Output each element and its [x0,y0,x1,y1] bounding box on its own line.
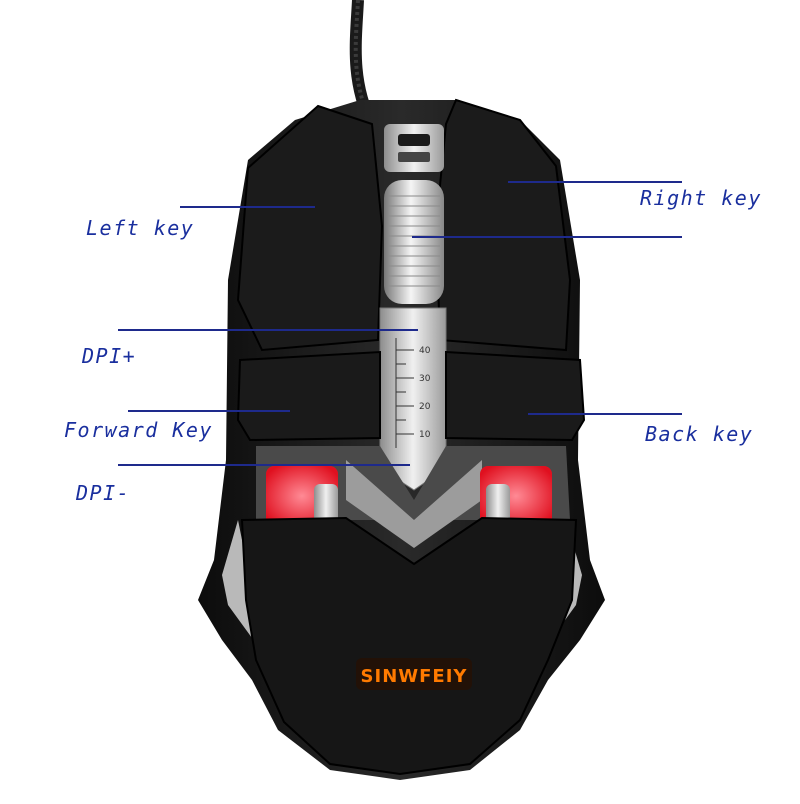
right-key-label: Right key [640,186,762,210]
leader-lines [118,181,682,466]
scroll-wheel [384,180,444,304]
palm-rest [240,516,578,776]
brand-logo: SINWFEIY [356,658,472,690]
dpi-tick-label: 40 [419,346,431,356]
dpi-tick-label: 10 [419,430,431,440]
svg-text:SINWFEIY: SINWFEIY [361,666,468,687]
left-key-label: Left key [86,216,195,240]
dpi-scale: 40 30 20 10 [395,338,431,448]
back-key-label: Back key [645,422,754,446]
dpi-tick-label: 30 [419,374,431,384]
metal-bridge [384,124,444,172]
forward-key [236,350,381,442]
right-key [434,98,572,352]
dpi-plus-label: DPI+ [82,344,137,368]
forward-key-label: Forward Key [64,418,213,442]
dpi-minus-label: DPI- [76,481,131,505]
left-key [236,104,384,352]
back-key [445,350,586,442]
dpi-tick-label: 20 [419,402,431,412]
